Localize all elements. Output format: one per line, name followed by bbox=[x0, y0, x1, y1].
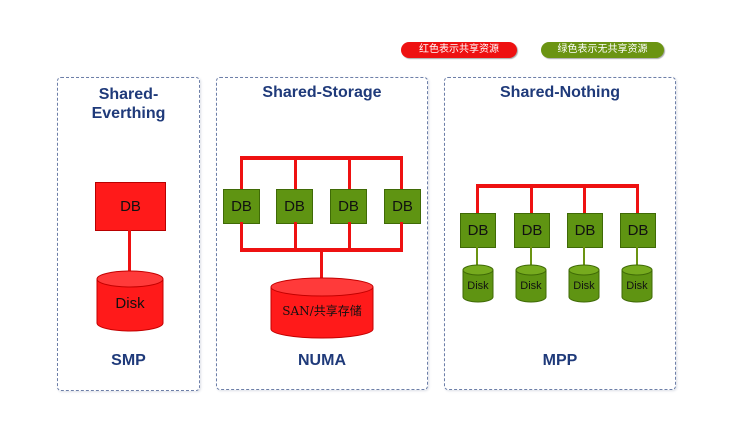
mpp-caption: MPP bbox=[542, 352, 578, 369]
mpp-top-drop-3 bbox=[583, 184, 586, 213]
mpp-disk-4-cylinder bbox=[621, 264, 653, 303]
legend-shared-resource: 红色表示共享资源 bbox=[401, 42, 517, 58]
numa-bottom-drop-3 bbox=[348, 222, 351, 251]
numa-db-node-2: DB bbox=[276, 189, 313, 224]
numa-storage-link bbox=[320, 248, 323, 284]
numa-top-drop-1 bbox=[240, 156, 243, 189]
mpp-disk-1: Disk bbox=[462, 264, 494, 304]
mpp-db-disk-link-2 bbox=[530, 246, 532, 268]
shared-storage-panel bbox=[216, 77, 428, 390]
shared-everything-title-line2: Everthing bbox=[91, 105, 166, 122]
smp-db-node: DB bbox=[95, 182, 166, 231]
numa-caption: NUMA bbox=[298, 352, 346, 369]
smp-disk-label: Disk bbox=[115, 295, 145, 312]
mpp-db-node-4: DB bbox=[620, 213, 656, 248]
mpp-db-disk-link-3 bbox=[583, 246, 585, 268]
san-storage-label: SAN/共享存储 bbox=[282, 304, 362, 318]
numa-bottom-drop-1 bbox=[240, 222, 243, 251]
mpp-disk-1-cylinder bbox=[462, 264, 494, 303]
mpp-disk-2-label: Disk bbox=[520, 280, 542, 292]
mpp-top-drop-1 bbox=[476, 184, 479, 213]
san-shared-storage: SAN/共享存储 bbox=[270, 277, 374, 339]
numa-top-drop-2 bbox=[294, 156, 297, 189]
mpp-disk-2: Disk bbox=[515, 264, 547, 304]
smp-caption: SMP bbox=[111, 352, 146, 369]
mpp-db-node-1: DB bbox=[460, 213, 496, 248]
shared-nothing-title: Shared-Nothing bbox=[500, 84, 620, 101]
smp-disk: Disk bbox=[96, 270, 164, 332]
mpp-disk-2-cylinder bbox=[515, 264, 547, 303]
mpp-disk-3-label: Disk bbox=[573, 280, 595, 292]
san-storage-cylinder bbox=[270, 277, 374, 339]
smp-disk-cylinder bbox=[96, 270, 164, 332]
numa-db-node-3: DB bbox=[330, 189, 367, 224]
numa-top-bus bbox=[240, 156, 401, 160]
mpp-disk-4-label: Disk bbox=[626, 280, 648, 292]
numa-db-node-1: DB bbox=[223, 189, 260, 224]
numa-top-drop-3 bbox=[348, 156, 351, 189]
legend-not-shared-resource: 绿色表示无共享资源 bbox=[541, 42, 664, 58]
numa-db-node-4: DB bbox=[384, 189, 421, 224]
mpp-disk-1-label: Disk bbox=[467, 280, 489, 292]
mpp-db-disk-link-1 bbox=[476, 246, 478, 268]
shared-storage-title: Shared-Storage bbox=[262, 84, 382, 101]
mpp-disk-3-cylinder bbox=[568, 264, 600, 303]
mpp-top-drop-2 bbox=[530, 184, 533, 213]
shared-everything-title: Shared- Everthing bbox=[57, 85, 200, 123]
smp-db-disk-link bbox=[128, 230, 131, 275]
mpp-db-node-3: DB bbox=[567, 213, 603, 248]
numa-bottom-drop-2 bbox=[294, 222, 297, 251]
mpp-db-disk-link-4 bbox=[636, 246, 638, 268]
mpp-top-drop-4 bbox=[636, 184, 639, 213]
mpp-top-bus bbox=[476, 184, 639, 188]
numa-bottom-drop-4 bbox=[400, 222, 403, 251]
numa-top-drop-4 bbox=[400, 156, 403, 189]
mpp-disk-4: Disk bbox=[621, 264, 653, 304]
mpp-disk-3: Disk bbox=[568, 264, 600, 304]
mpp-db-node-2: DB bbox=[514, 213, 550, 248]
shared-everything-title-line1: Shared- bbox=[98, 86, 159, 103]
